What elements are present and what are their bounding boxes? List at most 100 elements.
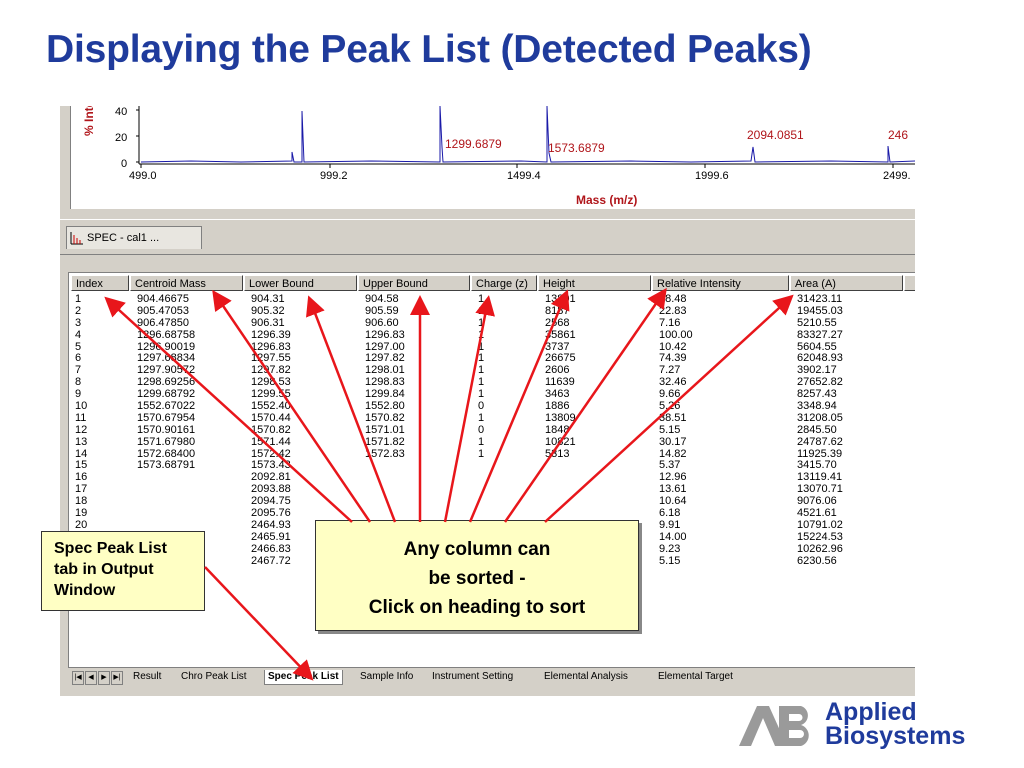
callout-spec-peak-list: Spec Peak List tab in Output Window — [41, 531, 205, 611]
column-header-charge[interactable]: Charge (z) — [471, 275, 537, 291]
x-tick: 2499. — [883, 170, 911, 182]
table-cell: 5210.55 — [797, 316, 837, 329]
output-window-tabs: |◀ ◀ ▶ ▶| Result Chro Peak List Spec Pea… — [68, 667, 915, 687]
x-axis-label: Mass (m/z) — [576, 193, 637, 207]
peak-label: 2094.0851 — [747, 128, 804, 142]
y-tick: 20 — [115, 132, 127, 144]
table-cell: 1570.90161 — [137, 423, 196, 436]
table-cell: 14.00 — [659, 530, 687, 543]
table-cell: 1571.01 — [365, 423, 405, 436]
table-cell: 9 — [75, 388, 82, 401]
table-cell: 100.00 — [659, 328, 693, 341]
column-header-centroid-mass[interactable]: Centroid Mass — [130, 275, 243, 291]
table-cell: 11 — [75, 411, 87, 424]
table-cell: 15224.53 — [797, 530, 843, 543]
callout-line: Any column can — [403, 539, 551, 560]
table-cell: 24787.62 — [797, 435, 843, 448]
table-cell: 1571.44 — [251, 435, 291, 448]
table-cell: 904.46675 — [137, 293, 189, 305]
table-cell: 8257.43 — [797, 388, 837, 401]
table-cell: 8187 — [545, 304, 570, 317]
table-cell: 10821 — [545, 435, 576, 448]
logo-line: Applied — [825, 698, 917, 726]
table-cell: 1296.39 — [251, 328, 291, 341]
table-cell: 19 — [75, 507, 88, 520]
next-tab-icon[interactable]: ▶ — [98, 671, 110, 685]
table-cell: 5 — [75, 340, 82, 353]
table-cell: 5.15 — [659, 423, 681, 436]
slide-title: Displaying the Peak List (Detected Peaks… — [46, 28, 812, 71]
table-cell: 1 — [75, 293, 82, 305]
table-cell: 2568 — [545, 316, 570, 329]
spectrum-trace — [140, 106, 915, 163]
applied-biosystems-logo: Applied Biosystems — [735, 700, 975, 754]
tab-spec-peak-list[interactable]: Spec Peak List — [264, 670, 343, 685]
y-tick: 40 — [115, 106, 127, 118]
table-cell: 14 — [75, 447, 88, 460]
column-header-relative-intensity[interactable]: Relative Intensity — [652, 275, 789, 291]
column-header-lower-bound[interactable]: Lower Bound — [244, 275, 357, 291]
prev-tab-icon[interactable]: ◀ — [85, 671, 97, 685]
table-cell: 5.15 — [659, 554, 681, 567]
table-cell: 15 — [75, 459, 88, 472]
column-header-upper-bound[interactable]: Upper Bound — [358, 275, 470, 291]
column-header-height[interactable]: Height — [538, 275, 651, 291]
tab-elemental-target[interactable]: Elemental Target — [658, 671, 733, 682]
table-cell: 1848 — [545, 423, 570, 436]
table-cell: 905.59 — [365, 304, 399, 317]
tab-instrument-setting[interactable]: Instrument Setting — [432, 671, 514, 682]
column-header-index[interactable]: Index — [71, 275, 129, 291]
last-tab-icon[interactable]: ▶| — [111, 671, 123, 685]
tab-sample-info[interactable]: Sample Info — [360, 671, 414, 682]
first-tab-icon[interactable]: |◀ — [72, 671, 84, 685]
table-cell: 7.16 — [659, 316, 681, 329]
ab-logo-icon — [739, 706, 809, 746]
table-cell: 12 — [75, 423, 88, 436]
spectrum-pane[interactable]: % Intensity 40 20 0 499.0 999.2 1499.4 1… — [70, 106, 915, 209]
table-cell: 13070.71 — [797, 483, 843, 496]
peak-label: 246 — [888, 128, 908, 142]
table-cell: 1 — [478, 328, 485, 341]
table-cell: 10 — [75, 400, 88, 413]
tab-spec-cal1[interactable]: SPEC - cal1 ... — [66, 226, 202, 249]
tab-label: SPEC - cal1 ... — [87, 232, 160, 244]
x-tick: 1999.6 — [695, 170, 729, 182]
callout-sorting: Any column can be sorted - Click on head… — [315, 520, 639, 631]
table-cell: 3 — [75, 316, 82, 329]
callout-line: Spec Peak List — [54, 540, 167, 557]
column-header-filler — [904, 275, 915, 291]
tab-result[interactable]: Result — [133, 671, 162, 682]
tab-elemental-analysis[interactable]: Elemental Analysis — [544, 671, 628, 682]
table-cell: 35861 — [545, 328, 576, 341]
table-cell: 9.91 — [659, 518, 681, 531]
table-cell: 1573.68791 — [137, 459, 196, 472]
table-cell: 18 — [75, 495, 88, 508]
table-cell: 0 — [478, 423, 485, 436]
y-axis-label: % Intensity — [82, 106, 96, 136]
spectrum-plot: % Intensity 40 20 0 499.0 999.2 1499.4 1… — [82, 106, 915, 207]
column-header-area[interactable]: Area (A) — [790, 275, 903, 291]
table-cell: 83327.27 — [797, 328, 843, 341]
table-cell: 1296.68758 — [137, 328, 196, 341]
tab-chro-peak-list[interactable]: Chro Peak List — [181, 671, 247, 682]
